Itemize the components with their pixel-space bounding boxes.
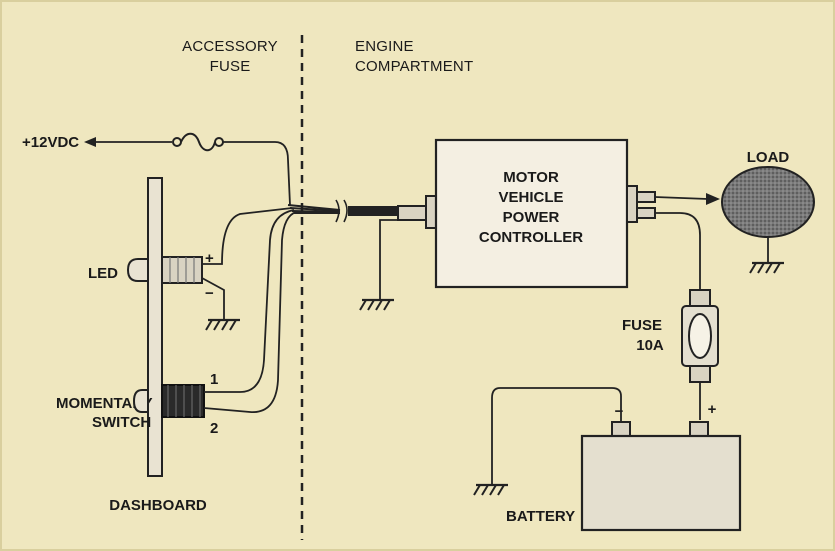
led-label: LED [88, 265, 118, 282]
engine-compartment-label-1: ENGINE [355, 38, 414, 55]
supply-label: +12VDC [22, 134, 79, 151]
engine-compartment-label-2: COMPARTMENT [355, 58, 473, 75]
wire-bundle [287, 199, 398, 223]
switch-wire-1 [204, 209, 295, 393]
led-positive-wire [202, 207, 293, 265]
switch-label-2: SWITCH [92, 414, 151, 431]
supply-arrow-icon [84, 137, 96, 147]
battery-minus-label: − [615, 403, 624, 420]
fuse-label-2: 10A [636, 337, 664, 354]
controller-label-3: POWER [503, 209, 560, 226]
led-ground-icon [205, 318, 240, 331]
load-ground-icon [749, 261, 784, 274]
controller-label-4: CONTROLLER [479, 229, 583, 246]
fuse-label-1: FUSE [622, 317, 662, 334]
load-wire [654, 196, 709, 200]
controller-ground-wire [379, 219, 398, 300]
led-plus-label: + [205, 250, 214, 267]
battery-feed-wire [655, 212, 701, 290]
dashboard-label: DASHBOARD [109, 497, 207, 514]
battery-ground-wire [491, 387, 622, 485]
battery-plus-label: + [708, 401, 717, 418]
load-arrow-icon [706, 193, 720, 205]
switch-pin2-label: 2 [210, 420, 218, 437]
led-negative-wire [201, 277, 225, 320]
accessory-fuse-label-1: ACCESSORY [182, 38, 278, 55]
power-controller-box [434, 138, 629, 289]
led-icon [126, 256, 203, 284]
dashboard-panel [147, 177, 163, 477]
load-icon [721, 166, 815, 238]
fuse-wire [223, 141, 291, 206]
switch-label-1: MOMENTARY [56, 395, 153, 412]
load-label: LOAD [747, 149, 790, 166]
controller-label-1: MOTOR [503, 169, 559, 186]
accessory-fuse-label-2: FUSE [210, 58, 251, 75]
controller-label-2: VEHICLE [498, 189, 563, 206]
led-minus-label: − [205, 285, 214, 302]
controller-ground-icon [359, 298, 394, 311]
inline-fuse-icon [681, 289, 719, 383]
battery-ground-icon [473, 483, 508, 496]
momentary-switch-icon [132, 384, 205, 418]
switch-pin1-label: 1 [210, 371, 218, 388]
switch-wire-2 [203, 211, 297, 413]
battery-icon [580, 421, 742, 532]
battery-label: BATTERY [506, 508, 575, 525]
